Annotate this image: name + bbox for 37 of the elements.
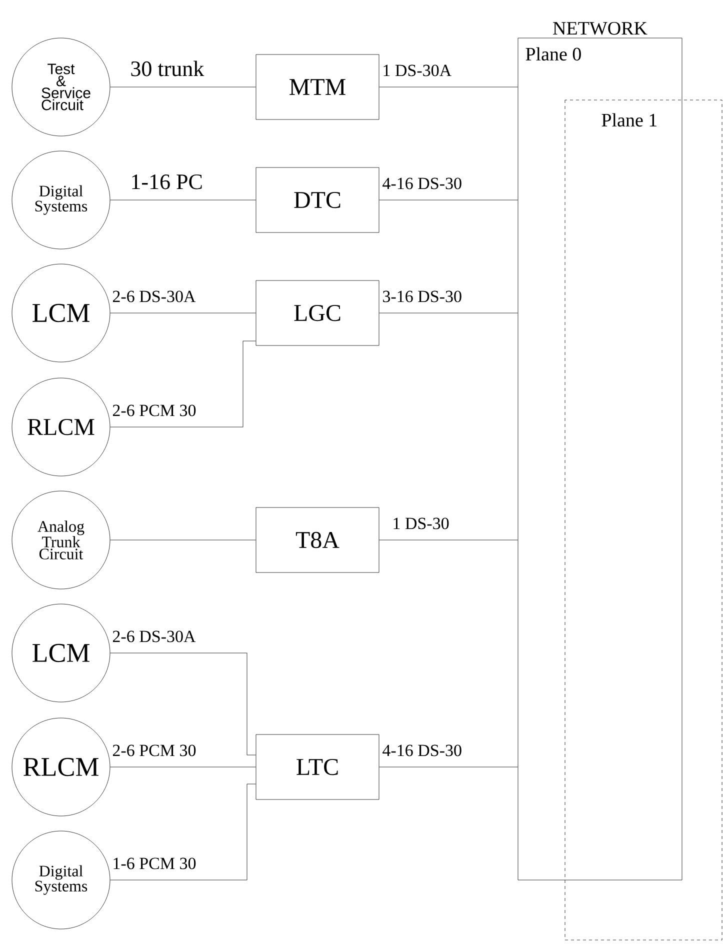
connector-line bbox=[379, 766, 518, 768]
connector-line bbox=[110, 652, 256, 756]
circle-node: Digital Systems bbox=[12, 830, 110, 930]
edge-label: 1-16 PC bbox=[132, 174, 202, 190]
circle-node: LCM bbox=[12, 264, 110, 362]
box-label: Plane 0 bbox=[526, 47, 581, 61]
edge-label: 2-6 PCM 30 bbox=[112, 744, 196, 756]
edge-label: 1 DS-30A bbox=[384, 64, 452, 76]
edge-label: 1-6 PCM 30 bbox=[114, 858, 196, 870]
box-heading: NETWORK bbox=[553, 22, 648, 35]
circle-node: RLCM bbox=[12, 378, 110, 476]
edge-label: 2-6 DS-30A bbox=[112, 290, 196, 302]
circle-node: LCM bbox=[12, 604, 110, 702]
circle-node: Test & Service Circuit bbox=[12, 38, 110, 136]
process-box: T8A bbox=[256, 507, 380, 573]
connector-line bbox=[379, 312, 518, 314]
circle-node: RLCM bbox=[12, 718, 110, 816]
connector-line bbox=[110, 340, 256, 428]
box-label: Plane 1 bbox=[602, 113, 657, 127]
edge-label: 1 DS-30 bbox=[394, 518, 449, 530]
connector-line bbox=[110, 312, 256, 314]
connector-line bbox=[110, 784, 256, 880]
edge-label: 4-16 DS-30 bbox=[382, 178, 462, 190]
circle-node: Digital Systems bbox=[12, 150, 110, 250]
edge-label: 3-16 DS-30 bbox=[383, 290, 462, 302]
process-box: MTM bbox=[256, 54, 380, 120]
connector-line bbox=[379, 86, 518, 88]
edge-label: 2-6 DS-30A bbox=[112, 630, 196, 642]
process-box: DTC bbox=[256, 167, 380, 233]
edge-label: 2-6 PCM 30 bbox=[112, 404, 196, 416]
edge-label: 30 trunk bbox=[131, 60, 204, 76]
process-box: LTC bbox=[256, 734, 380, 800]
connector-line bbox=[110, 86, 256, 88]
connector-line bbox=[110, 766, 256, 768]
circle-node: Analog Trunk Circuit bbox=[12, 490, 110, 590]
edge-label: 4-16 DS-30 bbox=[382, 744, 462, 756]
process-box: LGC bbox=[256, 280, 380, 346]
